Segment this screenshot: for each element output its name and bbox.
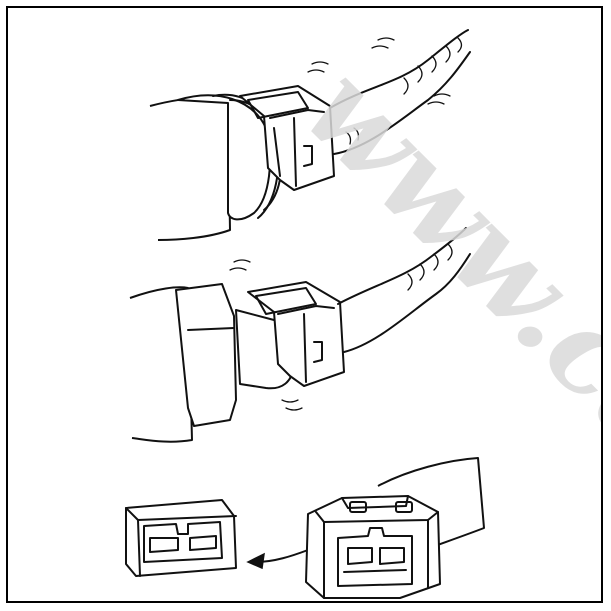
panel-connector-engaged [149, 29, 471, 241]
arrow-head [246, 552, 265, 570]
wire-harness-bottom-2 [343, 253, 471, 353]
wire-wrap [403, 37, 463, 95]
component-collar-2 [175, 283, 237, 427]
component-body [149, 97, 231, 241]
component-collar [177, 94, 271, 221]
diagram-frame: www.ca [6, 6, 603, 603]
lock-tab [247, 91, 309, 119]
lock-bump-right [395, 501, 413, 513]
female-terminals [149, 535, 217, 553]
panel-connector-terminal [125, 457, 485, 599]
male-terminal-cavity [337, 527, 413, 587]
lock-tab-2 [255, 287, 317, 315]
wire-harness-top-2 [337, 227, 467, 305]
panel-connector-separated [129, 227, 471, 443]
latch-slot [303, 145, 313, 167]
male-terminals [347, 547, 405, 565]
wiggle-marks [307, 61, 329, 73]
lock-bump-left [349, 501, 367, 513]
wire-harness-bottom [333, 51, 471, 155]
wire-harness-top [329, 29, 469, 109]
connector-illustration [125, 29, 485, 599]
latch-slot-2 [313, 341, 323, 363]
